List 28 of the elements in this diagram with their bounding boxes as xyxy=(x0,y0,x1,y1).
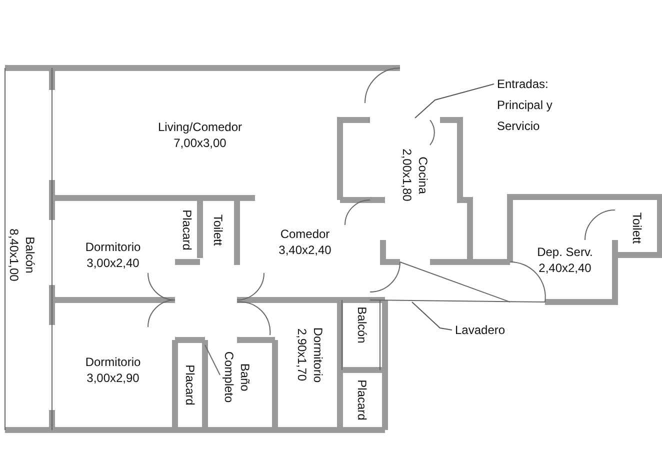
room-dimensions: 2,00x1,80 xyxy=(399,148,415,202)
room-dimensions: Completo xyxy=(221,351,237,403)
room-label: Cocina xyxy=(415,155,431,196)
room-label: Dep. Serv. xyxy=(537,244,593,260)
room-label: Balcón xyxy=(354,306,370,344)
room-label: Placard xyxy=(179,210,195,250)
room-dimensions: 3,40x2,40 xyxy=(278,242,332,258)
room-label: Comedor xyxy=(279,226,331,242)
room-dimensions: 8,40x1,00 xyxy=(6,228,22,282)
room-label: Placard xyxy=(182,364,198,406)
room-label: Baño xyxy=(237,362,253,393)
room-label: Toilett xyxy=(629,212,645,244)
room-label: Dormitorio xyxy=(85,239,141,255)
callout-text: Lavadero xyxy=(455,320,535,341)
room-label: Balcón xyxy=(22,236,38,276)
room-dimensions: 7,00x3,00 xyxy=(172,135,228,151)
room-dimensions: 2,40x2,40 xyxy=(538,260,592,276)
room-label: Living/Comedor xyxy=(158,119,242,135)
room-label: Toilett xyxy=(210,214,226,246)
room-dimensions: 3,00x2,40 xyxy=(86,255,140,271)
callout-text: Entradas: Principal y Servicio xyxy=(497,74,577,137)
room-label: Dormitorio xyxy=(85,354,141,370)
room-label: Placard xyxy=(354,380,370,420)
leader-line xyxy=(412,302,452,330)
room-label: Dormitorio xyxy=(310,327,326,383)
leader-line xyxy=(414,84,494,118)
room-dimensions: 2,90x1,70 xyxy=(294,328,310,383)
room-dimensions: 3,00x2,90 xyxy=(86,370,140,386)
